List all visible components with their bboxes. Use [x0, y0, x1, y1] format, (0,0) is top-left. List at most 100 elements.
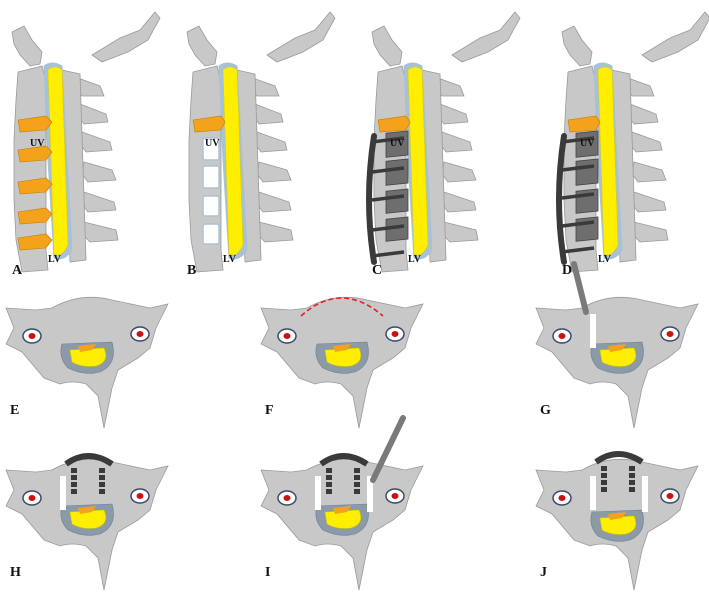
upper-vertebra-label: UV	[390, 138, 405, 149]
spinal-cord-axial	[324, 347, 362, 367]
spinous-process	[631, 221, 669, 243]
removed-body-gap	[202, 195, 220, 217]
screw-thread	[629, 466, 635, 471]
bone-graft	[385, 158, 409, 186]
spinous-process	[439, 131, 473, 153]
disc-fragment	[78, 506, 96, 514]
disc-fragment	[333, 344, 351, 352]
spinous-process	[81, 161, 117, 183]
bone-cut-left	[590, 314, 596, 348]
panel-label: C	[372, 263, 382, 278]
spinous-process	[441, 161, 477, 183]
drill-icon	[571, 261, 589, 315]
spinal-cord	[597, 66, 619, 256]
disc	[192, 115, 226, 133]
removed-body-gap	[202, 223, 220, 245]
screw	[561, 192, 595, 200]
screw-thread	[601, 466, 607, 471]
plate-axial	[594, 451, 644, 465]
bone-cut-left	[60, 476, 66, 510]
screw-thread	[326, 475, 332, 480]
disc-fragment	[608, 512, 626, 520]
vertebral-artery	[136, 493, 144, 499]
vertebral-artery	[136, 331, 144, 337]
disc	[17, 115, 53, 133]
screw	[371, 194, 405, 202]
screw-thread	[71, 475, 77, 480]
axial-panel-E: E	[5, 296, 169, 429]
lower-vertebra-label: LV	[223, 254, 237, 265]
vertebral-artery	[28, 495, 36, 501]
vertebral-artery	[391, 331, 399, 337]
axial-panel-F: F	[260, 296, 424, 429]
spinous-process	[629, 131, 663, 153]
spinous-process	[256, 221, 294, 243]
occipital-bone	[451, 11, 521, 63]
vertebral-artery	[558, 495, 566, 501]
screw-thread	[99, 468, 105, 473]
panel-label: D	[562, 263, 572, 278]
upper-vertebra-label: UV	[30, 138, 45, 149]
vertebral-artery	[558, 333, 566, 339]
spinal-cord-axial	[69, 347, 107, 367]
removed-body-gap	[202, 137, 220, 161]
screw	[371, 136, 405, 144]
screw-thread	[354, 475, 360, 480]
occipital-bone	[641, 11, 709, 63]
sagittal-panel-A: UV LV A	[11, 11, 161, 278]
lower-vertebra-label: LV	[598, 254, 612, 265]
disc-fragment	[78, 344, 96, 352]
disc	[377, 115, 411, 133]
bone-graft	[575, 158, 599, 186]
screw-thread	[629, 473, 635, 478]
spinal-cord-axial	[599, 347, 637, 367]
screw-thread	[354, 482, 360, 487]
spinous-process	[81, 221, 119, 243]
plate-axial	[319, 453, 369, 467]
bone-cut-left	[315, 476, 321, 510]
axial-panel-I: I	[260, 415, 424, 591]
screw-thread	[601, 473, 607, 478]
anterior-plate	[366, 133, 377, 265]
spinal-cord-axial	[324, 509, 362, 529]
occipital-bone	[91, 11, 161, 63]
spinous-process	[256, 161, 292, 183]
bone-cut-left	[590, 476, 596, 510]
screw-thread	[354, 468, 360, 473]
spinous-process	[631, 161, 667, 183]
spinal-cord-axial	[599, 515, 637, 535]
vertebral-artery	[283, 333, 291, 339]
screw	[371, 166, 405, 174]
dens-bone	[11, 25, 43, 67]
plate-axial	[64, 453, 114, 467]
screw-thread	[326, 468, 332, 473]
screw-thread	[71, 468, 77, 473]
upper-vertebra-label: UV	[205, 138, 220, 149]
screw-thread	[629, 487, 635, 492]
spinal-cord	[47, 66, 69, 256]
panel-label: F	[265, 403, 274, 418]
occipital-bone	[266, 11, 336, 63]
disc	[17, 233, 53, 251]
screw-thread	[99, 489, 105, 494]
lower-vertebra-label: LV	[48, 254, 62, 265]
bone-cut-right	[642, 476, 648, 512]
screw	[561, 136, 595, 144]
spinous-process	[441, 221, 479, 243]
panel-label: B	[187, 263, 196, 278]
spinous-process	[254, 131, 288, 153]
spinous-process	[437, 103, 469, 125]
disc	[17, 207, 53, 225]
spinous-process	[441, 191, 477, 213]
screw-thread	[71, 489, 77, 494]
spinous-process	[252, 103, 284, 125]
spinal-cord	[222, 66, 244, 256]
vertebral-artery	[28, 333, 36, 339]
screw-thread	[629, 480, 635, 485]
spinous-process	[79, 131, 113, 153]
panel-label: G	[540, 403, 551, 418]
panel-label: A	[12, 263, 23, 278]
